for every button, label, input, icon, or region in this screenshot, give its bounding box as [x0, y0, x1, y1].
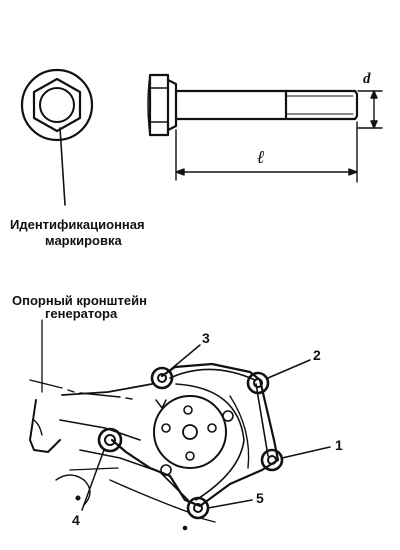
- callout-2: 2: [313, 347, 321, 363]
- bolt-5: [186, 496, 210, 520]
- callout-5: 5: [256, 490, 264, 506]
- generator-label: генератора: [45, 306, 118, 321]
- identification-label: Идентификационная: [10, 217, 145, 232]
- bolt-side-view: [147, 73, 359, 137]
- pump-assembly: [29, 319, 280, 531]
- marking-label: маркировка: [45, 233, 122, 248]
- callout-4: 4: [72, 512, 80, 528]
- bolt-head-end-view: [20, 68, 94, 206]
- callout-3: 3: [202, 330, 210, 346]
- pump-bolts: [97, 366, 284, 520]
- support-bracket-label: Опорный кронштейн: [12, 293, 147, 308]
- bolt-1: [260, 448, 284, 472]
- bolt-2: [246, 371, 270, 395]
- callout-1: 1: [335, 437, 343, 453]
- dim-l-label: ℓ: [257, 147, 265, 167]
- dimension-l: [175, 121, 358, 183]
- bolt-3: [150, 366, 174, 390]
- callout-leaders: [81, 344, 331, 511]
- bolt-4: [97, 427, 123, 453]
- dim-d-label: d: [363, 71, 371, 87]
- dimension-d: [357, 90, 383, 129]
